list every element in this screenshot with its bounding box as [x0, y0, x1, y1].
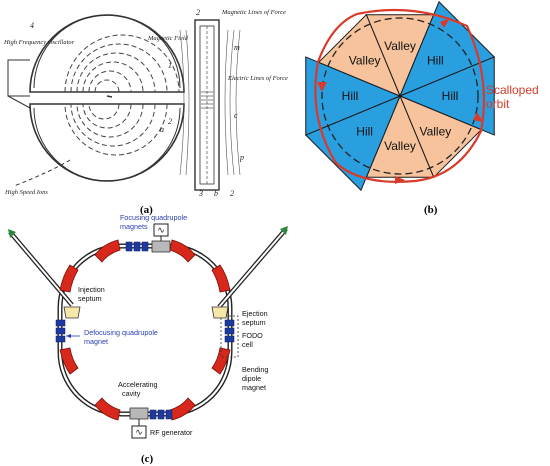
defocusing-label-2: magnet	[84, 337, 108, 346]
sector-label: Valley	[349, 54, 381, 68]
dipole-magnet	[211, 264, 231, 293]
bending-label-2: dipole	[242, 374, 261, 383]
dipole-magnet	[59, 264, 79, 293]
rf-cavity-top	[151, 240, 171, 253]
panel-c: ∿ ∿ Focusing quadrupole magnets Injectio…	[8, 213, 288, 465]
label-2: 2	[168, 117, 172, 126]
orbit-label: orbit	[486, 97, 510, 111]
orbit-arrow-left	[317, 82, 327, 92]
quadrupole-magnets	[55, 241, 235, 420]
panel-a: High Frequency Oscillator Magnetic Field…	[3, 8, 288, 216]
rf-generator-top	[153, 223, 169, 237]
defocusing-label: Defocusing quadrupole	[84, 328, 158, 337]
orbit-arrow-bottom	[395, 176, 405, 184]
sector-label: Hill	[442, 89, 459, 103]
upper-dee-inner	[33, 14, 181, 89]
dipole-magnet	[59, 347, 79, 375]
label-a: a	[160, 125, 164, 134]
rf-generator-label: RF generator	[150, 428, 193, 437]
dipole-magnet	[169, 239, 196, 263]
high-speed-ions-label: High Speed Ions	[4, 189, 48, 196]
quad-magnet	[141, 241, 149, 252]
ejection-arrow	[280, 226, 288, 235]
sector-label: Valley	[419, 124, 451, 138]
quad-magnet	[133, 241, 141, 252]
injection-label: Injection	[78, 285, 105, 294]
lower-dee-inner	[33, 107, 181, 182]
sector-label: Hill	[427, 54, 444, 68]
scalloped-orbit	[314, 8, 486, 183]
label-m: m	[234, 43, 240, 52]
panel-c-tag: (c)	[141, 453, 154, 465]
dipole-magnet	[94, 397, 121, 421]
label-p: p	[239, 153, 244, 162]
accelerating-cavity	[129, 407, 149, 420]
quad-magnet	[224, 327, 235, 335]
rf-generator-bottom	[131, 425, 147, 439]
sector-label: Valley	[384, 39, 416, 53]
quad-magnet	[55, 319, 66, 327]
side-view-chamber	[194, 19, 220, 191]
quad-magnet	[125, 241, 133, 252]
focusing-label: Focusing quadrupole	[120, 213, 187, 222]
fodo-cell-box	[220, 315, 239, 358]
reference-circle	[321, 17, 479, 175]
sine-icon: ∿	[157, 225, 165, 235]
bending-label: Bending	[242, 365, 268, 374]
injection-septum	[63, 306, 81, 319]
dipole-magnets	[59, 239, 231, 421]
sector-label: Valley	[384, 139, 416, 153]
quad-magnet	[165, 409, 173, 420]
dipole-magnet	[169, 397, 196, 421]
oscillator-label: High Frequency Oscillator	[3, 39, 75, 46]
accelerating-label-2: cavity	[122, 389, 141, 398]
quad-magnet	[224, 319, 235, 327]
ejection-label-2: septum	[242, 318, 266, 327]
fodo-label: FODO	[242, 331, 263, 340]
fodo-label-2: cell	[242, 340, 253, 349]
sine-icon: ∿	[135, 427, 143, 437]
dipole-magnet	[211, 347, 231, 375]
quad-magnet	[224, 335, 235, 343]
label-2b: 2	[196, 8, 200, 17]
quad-magnet	[55, 327, 66, 335]
sector-label: Hill	[356, 124, 373, 138]
ejection-septum	[211, 306, 229, 319]
valley-sector	[317, 13, 401, 97]
focusing-label-2: magnets	[120, 222, 148, 231]
ejection-label: Ejection	[242, 309, 268, 318]
panel-b-tag: (b)	[424, 204, 438, 216]
quad-magnet	[55, 335, 66, 343]
label-2c: 2	[230, 189, 234, 198]
panel-b: ValleyHillHillValleyValleyHillHillValley…	[304, 0, 539, 216]
sector-label: Hill	[342, 89, 359, 103]
label-4: 4	[30, 21, 34, 30]
label-c: c	[234, 111, 238, 120]
quad-magnet	[157, 409, 165, 420]
bending-label-3: magnet	[242, 383, 266, 392]
scalloped-label: Scalloped	[486, 83, 539, 97]
magnetic-lines-label: Magnetic Lines of Force	[221, 9, 286, 16]
magnetic-field-label: Magnetic Field	[147, 35, 189, 42]
injection-arrow	[8, 229, 16, 238]
quad-magnet	[149, 409, 157, 420]
label-1: 1	[168, 61, 172, 70]
accelerating-label: Accelerating	[118, 380, 158, 389]
injection-label-2: septum	[78, 294, 102, 303]
dipole-magnet	[94, 239, 121, 263]
spiral-orbit	[64, 34, 180, 156]
label-b: b	[214, 189, 218, 198]
lower-dee	[29, 103, 185, 182]
field-lines	[179, 29, 241, 176]
panel-a-tag: (a)	[140, 204, 153, 216]
orbit-arrow-right	[473, 112, 483, 122]
electric-lines-label: Electric Lines of Force	[227, 75, 288, 82]
orbit-arrow-top	[440, 18, 450, 28]
label-3: 3	[198, 189, 203, 198]
